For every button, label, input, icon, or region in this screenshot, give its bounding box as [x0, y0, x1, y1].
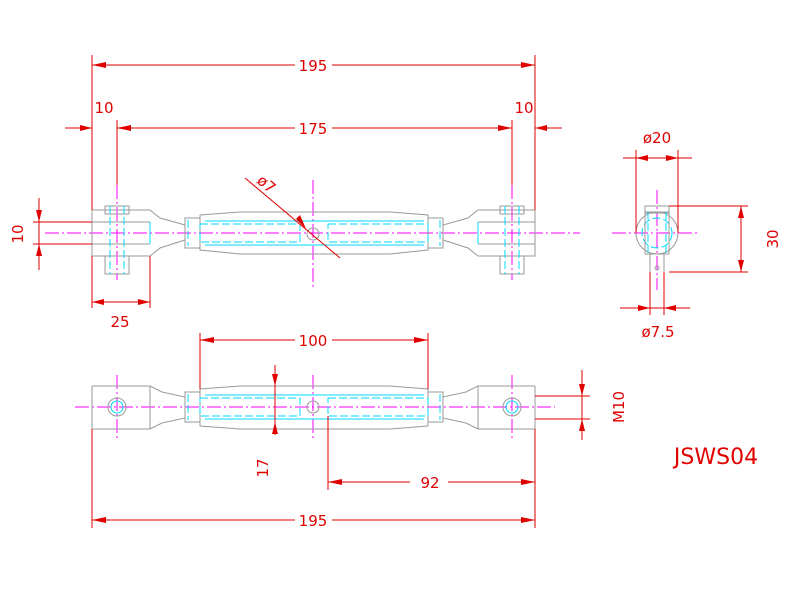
top-view: 195 175 10 10 10 — [9, 55, 580, 331]
dim-pin-diameter-label: ø7 — [253, 171, 279, 197]
bottom-view: 100 M10 17 92 — [75, 332, 628, 530]
dim-thread-label: M10 — [610, 391, 628, 423]
dim-side-height-label: 30 — [764, 229, 782, 248]
side-inner-circle — [641, 217, 673, 249]
dim-offset: 17 — [254, 365, 278, 478]
dim-side-diameter-label: ø20 — [643, 129, 671, 147]
part-code-label: JSWS04 — [672, 445, 758, 470]
dim-fork-length: 25 — [91, 256, 151, 331]
dim-height-left: 10 — [9, 198, 92, 270]
dim-bottom-overall: 195 — [91, 429, 536, 530]
right-eye-end — [442, 385, 536, 430]
bottom-body — [184, 385, 444, 430]
dim-half-span-label: 92 — [420, 474, 439, 492]
left-fork — [91, 205, 186, 275]
right-fork — [442, 205, 536, 275]
dim-body-length: 100 — [199, 332, 429, 389]
dim-half-span: 92 — [327, 416, 535, 492]
dim-body-length-label: 100 — [299, 332, 328, 350]
dim-bottom-overall-label: 195 — [299, 512, 328, 530]
dim-left-end-label: 10 — [94, 99, 113, 117]
dim-side-diameter: ø20 — [623, 129, 692, 233]
dim-center-span: 175 10 10 — [65, 99, 562, 185]
dim-top-overall: 195 — [91, 55, 536, 210]
side-view: ø20 30 ø7.5 — [612, 129, 782, 341]
dim-fork-length-label: 25 — [110, 313, 129, 331]
dim-side-height: 30 — [669, 205, 782, 273]
dim-side-pin-label: ø7.5 — [641, 323, 674, 341]
dim-center-span-label: 175 — [299, 120, 328, 138]
dim-side-pin: ø7.5 — [620, 272, 690, 341]
dim-height-left-label: 10 — [9, 224, 27, 243]
dim-thread: M10 — [535, 370, 628, 440]
dim-right-end-label: 10 — [514, 99, 533, 117]
dim-top-overall-label: 195 — [299, 57, 328, 75]
dim-offset-label: 17 — [254, 458, 272, 477]
